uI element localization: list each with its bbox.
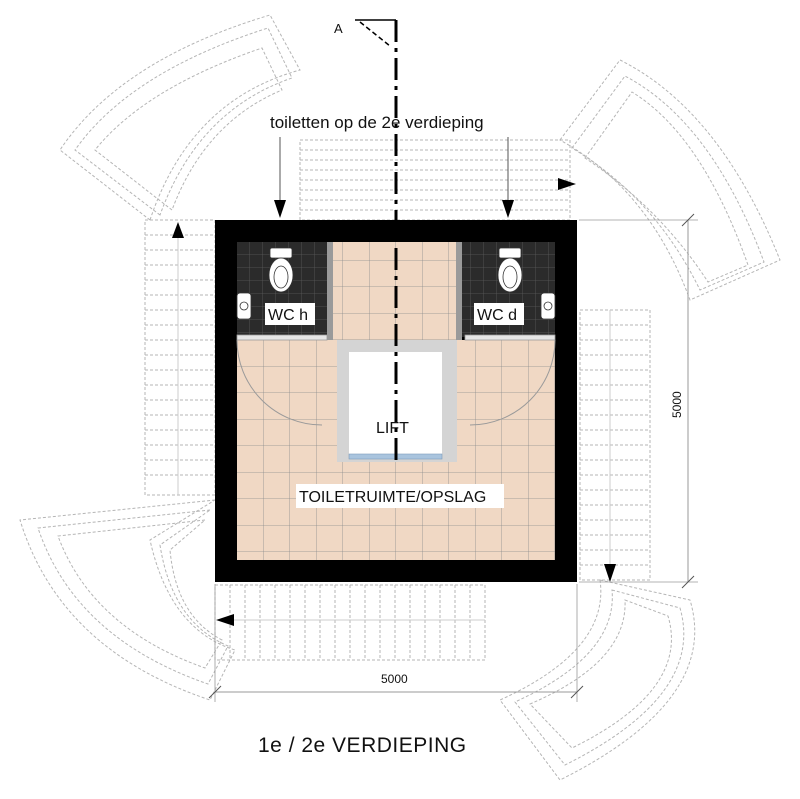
wc-women-threshold [464, 334, 556, 341]
toilet-note: toiletten op de 2e verdieping [270, 113, 484, 132]
wc-women-label: WC d [477, 307, 517, 324]
note-arrow-right [502, 200, 514, 218]
wc-men-threshold [236, 334, 328, 341]
drawing-title: 1e / 2e VERDIEPING [258, 734, 467, 757]
stair-arrow-left-bottom [216, 614, 234, 626]
stair-arrow-right-top [558, 178, 576, 190]
toilet-icon-women [497, 247, 523, 293]
stair-arrow-up-left [172, 222, 184, 238]
toilet-icon-men [268, 247, 294, 293]
left-flight-steps [145, 234, 215, 476]
storage-label: TOILETRUIMTE/OPSLAG [299, 489, 486, 506]
right-flight-steps [580, 324, 650, 566]
partition-wall-left [327, 242, 333, 340]
partition-wall-right [456, 242, 462, 340]
dimension-horizontal [208, 584, 584, 702]
stair-arrow-down-right [604, 564, 616, 582]
section-marker-diagonal [359, 21, 391, 47]
lift-label: LIFT [376, 420, 409, 437]
top-flight-steps [300, 149, 570, 211]
dimension-vertical-label: 5000 [670, 391, 684, 418]
sink-icon-women [540, 292, 556, 320]
wc-men-label: WC h [268, 307, 308, 324]
sink-icon-men [236, 292, 252, 320]
wc-women-door-swing [469, 339, 556, 426]
bottom-flight-steps [229, 585, 471, 660]
dimension-horizontal-label: 5000 [381, 672, 408, 686]
note-arrow-left [274, 200, 286, 218]
wc-men-door-swing [236, 339, 323, 426]
dimension-vertical [579, 213, 698, 589]
section-marker-label: A [334, 21, 343, 36]
stair-outlines [19, 14, 781, 781]
